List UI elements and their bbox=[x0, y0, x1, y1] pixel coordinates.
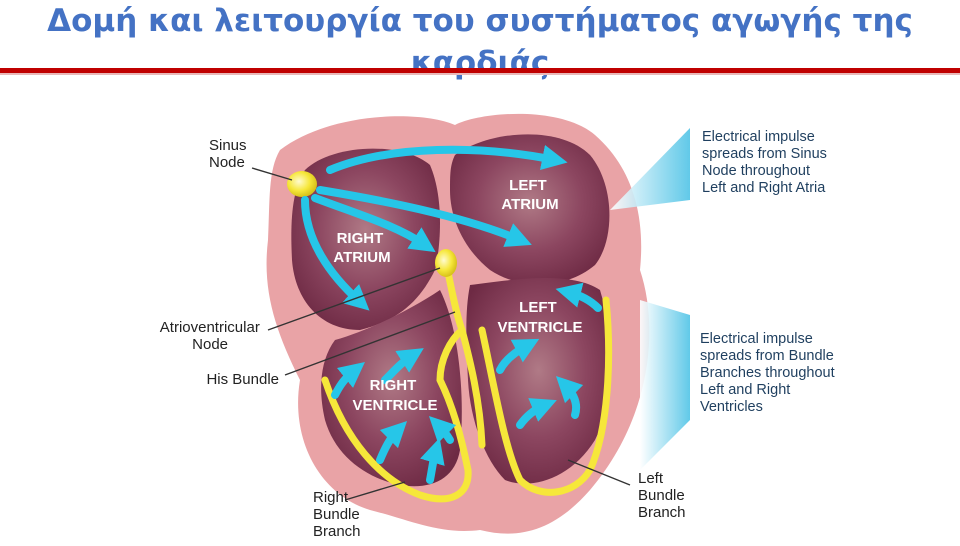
his-bundle-path bbox=[443, 264, 486, 449]
sinus-node-leader bbox=[251, 167, 293, 181]
right-bundle-branch-path bbox=[321, 326, 472, 503]
title-divider bbox=[0, 68, 960, 73]
his-bundle-leader bbox=[284, 311, 456, 376]
right-bundle-branch-label: Right Bundle Branch bbox=[313, 489, 364, 540]
av-node-label: Atrioventricular Node bbox=[160, 319, 264, 353]
left-bundle-branch-path bbox=[478, 296, 613, 496]
left-atrium bbox=[450, 134, 610, 285]
left-atrium-label: LEFT ATRIUM bbox=[501, 177, 558, 213]
impulse-arrow bbox=[331, 362, 365, 399]
ventricles-note-pointer bbox=[640, 300, 690, 470]
left-bundle-branch-label: Left Bundle Branch bbox=[638, 470, 689, 521]
av-node bbox=[435, 249, 457, 277]
right-ventricle-label: RIGHT VENTRICLE bbox=[352, 377, 437, 414]
his-bundle-label: His Bundle bbox=[206, 371, 279, 388]
right-atrium-label: RIGHT ATRIUM bbox=[333, 230, 390, 266]
leader-lines bbox=[251, 167, 631, 501]
impulse-arrow bbox=[376, 420, 408, 464]
impulse-arrow bbox=[326, 144, 568, 174]
impulse-arrow bbox=[311, 194, 436, 253]
sinus-node-label: Sinus Node bbox=[209, 137, 251, 171]
impulse-arrow bbox=[420, 437, 445, 484]
impulse-arrow bbox=[555, 282, 602, 312]
title-divider-shadow bbox=[0, 73, 960, 75]
ventricles-note: Electrical impulse spreads from Bundle B… bbox=[700, 331, 839, 415]
atria-note: Electrical impulse spreads from Sinus No… bbox=[702, 129, 831, 196]
left-bundle-leader bbox=[567, 459, 631, 486]
sinus-node bbox=[287, 171, 317, 197]
impulse-arrow bbox=[301, 196, 370, 311]
right-bundle-leader bbox=[344, 481, 406, 501]
slide-title: Δομή και λειτουργία του συστήματος αγωγή… bbox=[47, 3, 913, 81]
impulse-arrows bbox=[301, 144, 602, 484]
impulse-arrow bbox=[516, 398, 557, 429]
av-node-leader bbox=[267, 267, 441, 331]
impulse-arrow bbox=[555, 375, 584, 419]
impulse-arrow bbox=[381, 348, 424, 384]
impulse-arrow bbox=[428, 415, 457, 444]
left-ventricle-label: LEFT VENTRICLE bbox=[497, 299, 582, 336]
impulse-arrow bbox=[496, 338, 540, 374]
atria-note-pointer bbox=[610, 128, 690, 210]
impulse-arrow bbox=[316, 186, 532, 247]
